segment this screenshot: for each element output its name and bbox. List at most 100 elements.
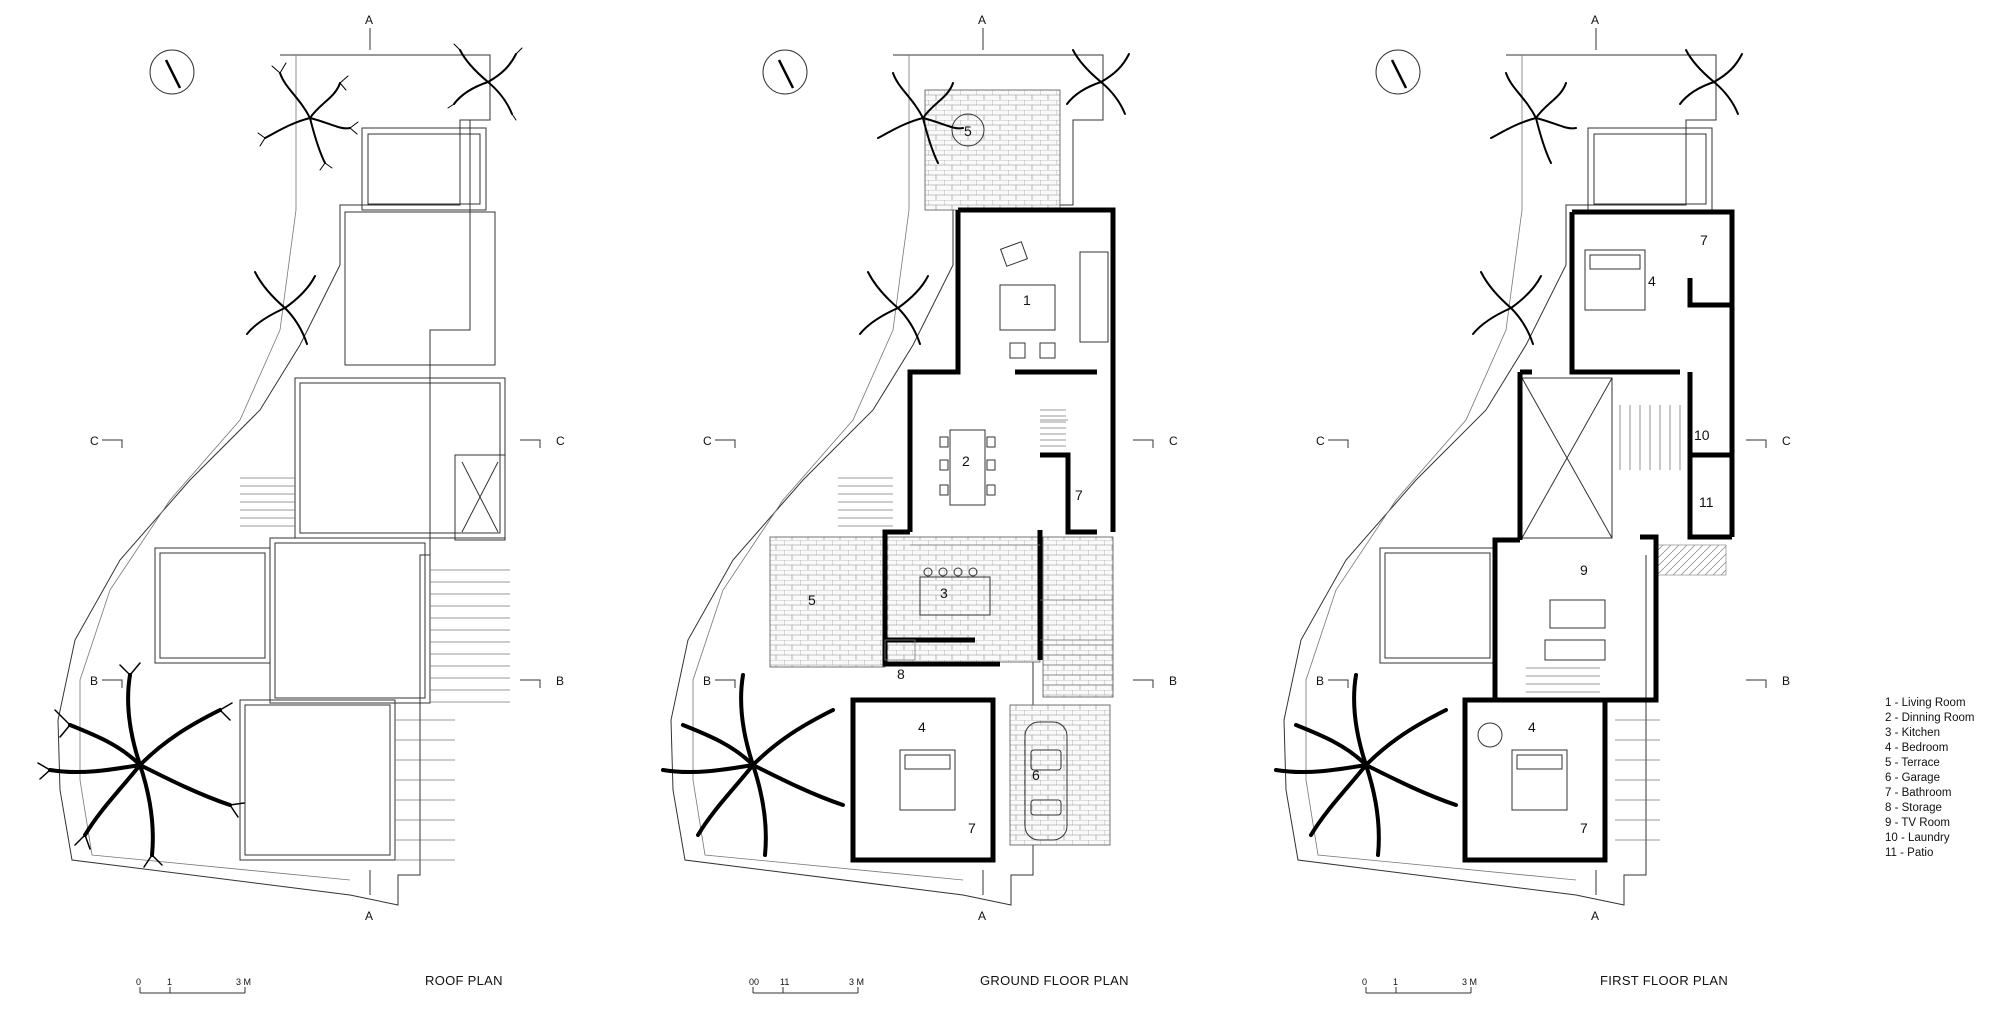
room-label: 7 <box>1075 487 1083 503</box>
section-label-c-right: C <box>556 434 565 448</box>
room-label: 7 <box>968 820 976 836</box>
roof-slab <box>344 211 496 366</box>
legend-item: 4 - Bedroom <box>1885 742 1948 754</box>
roof-slab <box>154 547 271 664</box>
tree-symbol <box>1472 271 1542 345</box>
room-label: 11 <box>1699 494 1714 510</box>
ground-floor-plan: 5 1 2 7 5 3 8 4 6 7 A A C C B B 00 11 3 … <box>661 13 1178 994</box>
terrace-paving <box>769 536 886 668</box>
svg-text:3 M: 3 M <box>849 977 864 987</box>
bed <box>1584 249 1646 311</box>
stairs <box>1526 405 1681 841</box>
section-label-b-left: B <box>90 674 98 688</box>
walls <box>1462 209 1735 863</box>
site-boundary <box>1283 54 1717 906</box>
first-floor-plan: 4 7 10 11 9 4 7 A A C C B B 0 1 3 M FIRS… <box>1274 13 1791 994</box>
section-label-c-left: C <box>703 434 712 448</box>
dining-table <box>939 429 996 506</box>
room-number-labels: 5 1 2 7 5 3 8 4 6 7 <box>808 123 1083 836</box>
section-markers <box>715 28 1154 895</box>
tree-symbol <box>877 72 964 164</box>
legend-item: 6 - Garage <box>1885 772 1940 784</box>
bed <box>1511 749 1568 811</box>
stairs <box>838 409 1113 686</box>
svg-text:0: 0 <box>1362 977 1367 987</box>
section-label-a-bottom: A <box>365 909 373 923</box>
exterior-stairs <box>240 477 510 861</box>
section-label-b-right: B <box>556 674 564 688</box>
tree-symbol <box>1274 673 1458 857</box>
tree-symbol <box>1679 49 1743 115</box>
section-label-c-right: C <box>1782 434 1791 448</box>
scale-bar: 00 11 3 M <box>749 977 864 994</box>
room-label: 5 <box>964 123 972 139</box>
legend-item: 5 - Terrace <box>1885 757 1940 769</box>
room-label: 4 <box>1648 273 1656 289</box>
room-label: 1 <box>1023 292 1031 308</box>
room-label: 4 <box>1528 719 1536 735</box>
room-label: 10 <box>1694 427 1710 443</box>
tree-symbol <box>257 62 359 171</box>
room-label: 9 <box>1580 562 1588 578</box>
section-markers <box>1328 28 1767 895</box>
bed <box>899 749 956 811</box>
svg-text:00: 00 <box>749 977 759 987</box>
room-label: 4 <box>918 719 926 735</box>
room-number-labels: 4 7 10 11 9 4 7 <box>1528 232 1714 836</box>
tree-symbol <box>859 271 929 345</box>
tv-room-furniture <box>1477 599 1606 748</box>
kitchen-paving <box>884 536 1041 663</box>
section-label-c-left: C <box>1316 434 1325 448</box>
roof-plan: A A C C B B 0 1 3 M ROOF PLAN <box>37 13 565 994</box>
svg-text:11: 11 <box>780 977 789 987</box>
section-label-b-right: B <box>1782 674 1790 688</box>
roof-slab <box>269 537 431 704</box>
scale-bar: 0 1 3 M <box>136 977 251 994</box>
room-label: 3 <box>940 585 948 601</box>
legend-item: 10 - Laundry <box>1885 832 1950 844</box>
legend-item: 3 - Kitchen <box>1885 727 1940 739</box>
terrace-paving <box>924 89 1061 211</box>
compass-north-icon <box>762 49 808 95</box>
plan-title: FIRST FLOOR PLAN <box>1600 973 1728 988</box>
section-label-a-bottom: A <box>978 909 986 923</box>
tree-symbol <box>37 662 245 868</box>
scale-bar: 0 1 3 M <box>1362 977 1477 994</box>
room-label: 8 <box>897 666 905 682</box>
legend-item: 9 - TV Room <box>1885 817 1950 829</box>
living-room-furniture <box>999 241 1109 359</box>
garage-paving <box>1042 536 1114 698</box>
site-boundary <box>57 54 491 906</box>
garage-car <box>1024 721 1068 841</box>
room-label: 7 <box>1700 232 1708 248</box>
legend-item: 7 - Bathroom <box>1885 787 1951 799</box>
svg-text:3 M: 3 M <box>236 977 251 987</box>
svg-text:1: 1 <box>167 977 172 987</box>
room-label: 5 <box>808 592 816 608</box>
section-label-b-left: B <box>1316 674 1324 688</box>
interior-lines <box>884 419 1113 661</box>
compass-north-icon <box>149 49 195 95</box>
svg-text:1: 1 <box>1393 977 1398 987</box>
room-label: 7 <box>1580 820 1588 836</box>
tree-symbol <box>1066 49 1130 115</box>
section-label-b-left: B <box>703 674 711 688</box>
room-legend: 1 - Living Room 2 - Dinning Room 3 - Kit… <box>1885 697 1974 859</box>
walls <box>850 207 1116 863</box>
shrubs <box>1288 58 1654 878</box>
tree-symbol <box>661 673 845 857</box>
tree-symbol <box>447 43 523 121</box>
svg-text:0: 0 <box>136 977 141 987</box>
legend-item: 11 - Patio <box>1885 847 1933 859</box>
roof-slab <box>294 377 506 539</box>
section-markers <box>102 28 541 895</box>
site-boundary <box>670 54 1104 906</box>
plan-title: ROOF PLAN <box>425 973 503 988</box>
plan-title: GROUND FLOOR PLAN <box>980 973 1129 988</box>
roof-slab <box>239 699 396 861</box>
section-label-c-right: C <box>1169 434 1178 448</box>
room-label: 2 <box>962 453 970 469</box>
svg-text:3 M: 3 M <box>1462 977 1477 987</box>
pool-volume <box>361 127 487 211</box>
